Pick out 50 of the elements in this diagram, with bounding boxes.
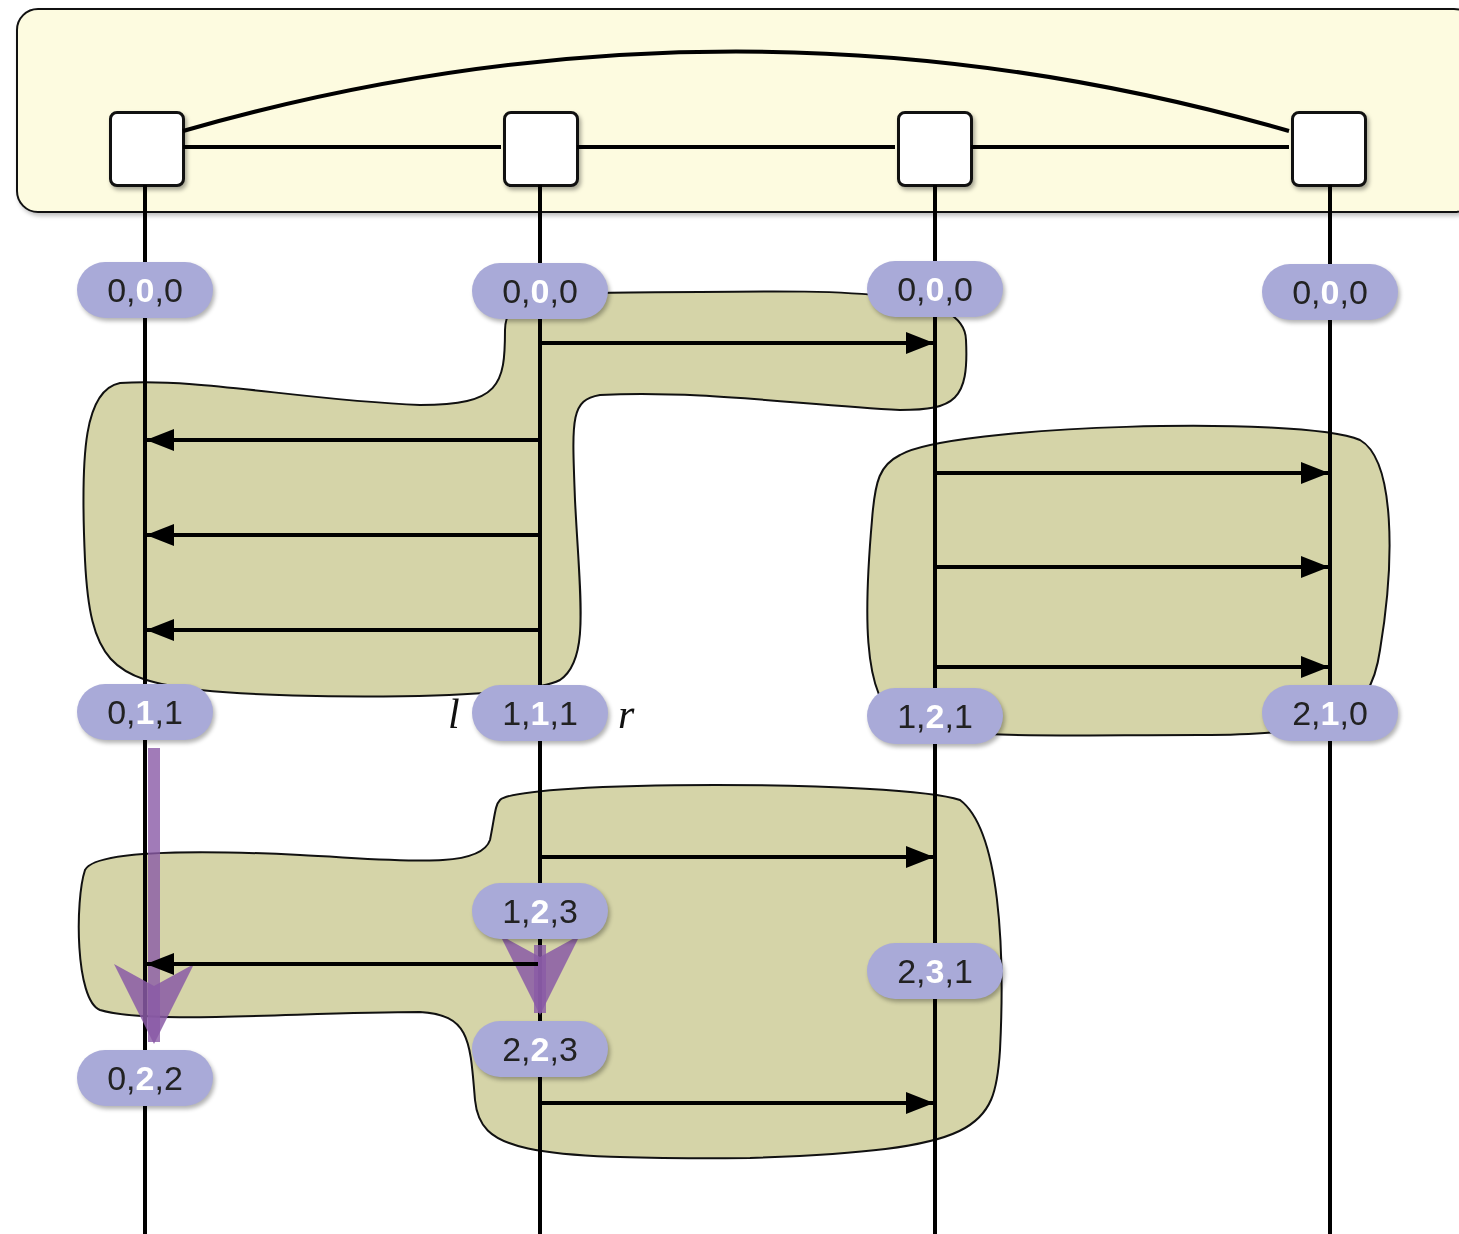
network-panel xyxy=(16,8,1459,213)
arrow xyxy=(114,748,194,1044)
link-line xyxy=(577,145,895,149)
arrow xyxy=(146,619,538,641)
process-timeline xyxy=(933,185,937,261)
process-timeline xyxy=(1328,185,1332,264)
process-timeline xyxy=(933,317,937,688)
clock-label: 1,2,3 xyxy=(472,883,608,939)
process-timeline xyxy=(933,999,937,1234)
link-line xyxy=(971,145,1289,149)
process-timeline xyxy=(538,1077,542,1234)
process-timeline xyxy=(1328,320,1332,685)
process-node xyxy=(1291,111,1367,187)
arrow xyxy=(542,1092,934,1114)
process-node xyxy=(897,111,973,187)
process-timeline xyxy=(143,318,147,684)
process-timeline xyxy=(1328,741,1332,1234)
clock-label: 0,1,1 xyxy=(77,684,213,740)
process-node xyxy=(109,111,185,187)
arrow xyxy=(542,846,934,868)
arrow xyxy=(146,953,538,975)
arrow xyxy=(937,556,1329,578)
link-line xyxy=(183,145,501,149)
process-timeline xyxy=(143,1106,147,1234)
process-timeline xyxy=(538,185,542,263)
variable-label: l xyxy=(448,693,460,735)
clock-label: 0,0,0 xyxy=(77,262,213,318)
arrow xyxy=(937,656,1329,678)
clock-label: 2,3,1 xyxy=(867,943,1003,999)
clock-label: 0,0,0 xyxy=(867,261,1003,317)
clock-label: 1,2,1 xyxy=(867,688,1003,744)
clock-label: 1,1,1 xyxy=(472,685,608,741)
arrow xyxy=(146,429,538,451)
clock-label: 0,0,0 xyxy=(1262,264,1398,320)
clock-label: 0,2,2 xyxy=(77,1050,213,1106)
link-line xyxy=(182,49,1290,133)
variable-label: r xyxy=(618,693,635,735)
arrow xyxy=(146,524,538,546)
process-timeline xyxy=(538,319,542,685)
process-timeline xyxy=(143,740,147,1050)
clock-label: 0,0,0 xyxy=(472,263,608,319)
process-timeline xyxy=(933,744,937,943)
process-timeline xyxy=(538,939,542,1021)
arrow xyxy=(937,462,1329,484)
arrow xyxy=(542,332,934,354)
process-node xyxy=(503,111,579,187)
clock-label: 2,2,3 xyxy=(472,1021,608,1077)
process-timeline xyxy=(538,741,542,883)
clock-label: 2,1,0 xyxy=(1262,685,1398,741)
process-timeline xyxy=(143,185,147,262)
